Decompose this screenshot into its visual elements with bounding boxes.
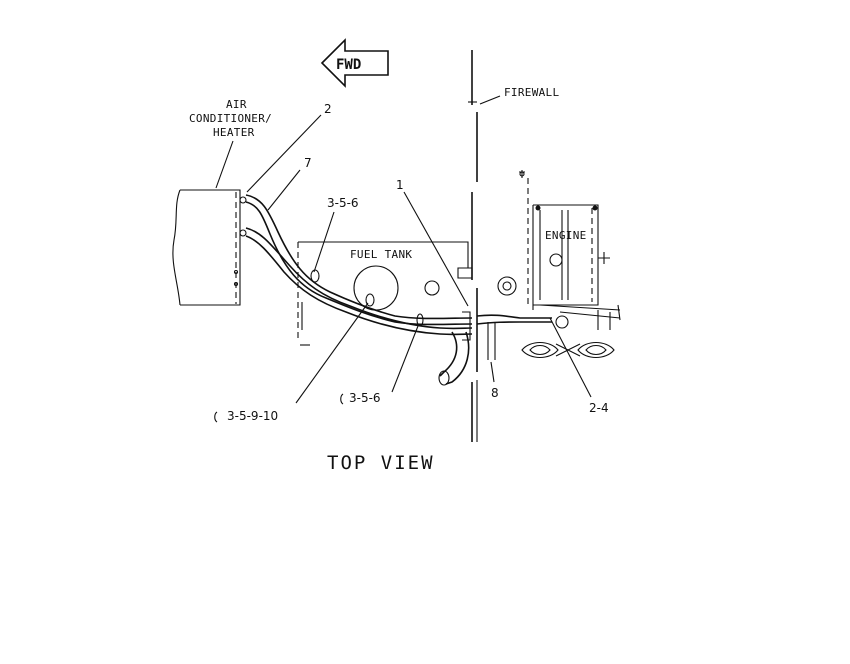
- engine-label: ENGINE: [545, 229, 587, 242]
- leader-24: [549, 317, 592, 398]
- ac-label-line1: AIR: [226, 98, 247, 111]
- fwd-label: FWD: [336, 57, 361, 73]
- firewall: FIREWALL: [468, 50, 559, 442]
- leader-356-bottom: [391, 325, 419, 393]
- callout-3-5-6-bottom: 3-5-6: [349, 391, 381, 405]
- callout-2-4: 2-4: [589, 401, 609, 415]
- tick-mark-2: [340, 393, 344, 405]
- fwd-arrow: FWD: [320, 38, 389, 88]
- callout-3-5-6-top: 3-5-6: [327, 196, 359, 210]
- tick-mark-1: [214, 411, 218, 423]
- engine-side-hoses: [476, 314, 552, 360]
- callout-leaders: [246, 114, 592, 404]
- engine: ENGINE: [497, 170, 621, 330]
- ac-label-line2: CONDITIONER/: [189, 112, 272, 125]
- firewall-leader-line: [479, 95, 501, 105]
- air-conditioner-heater-unit: AIR CONDITIONER/ HEATER: [172, 98, 272, 306]
- fuel-tank: FUEL TANK: [297, 241, 473, 346]
- callout-1: 1: [396, 178, 404, 192]
- pulley-assembly: [521, 341, 615, 359]
- ac-leader-line: [215, 140, 234, 189]
- leader-356-top: [313, 211, 335, 273]
- fuel-tank-label: FUEL TANK: [350, 248, 412, 261]
- callout-2: 2: [324, 102, 332, 116]
- drain-elbow: [438, 331, 470, 386]
- heater-hoses: [245, 194, 473, 341]
- leader-8: [490, 361, 495, 383]
- ac-label-line3: HEATER: [213, 126, 255, 139]
- callouts: 2 7 1 3-5-6 3-5-9-10 3-5-6 8 2-4: [214, 102, 609, 423]
- leader-1: [403, 191, 469, 307]
- leader-35910: [295, 302, 369, 404]
- leader-7: [267, 169, 301, 211]
- callout-8: 8: [491, 386, 499, 400]
- callout-7: 7: [304, 156, 312, 170]
- leader-2: [246, 114, 322, 193]
- view-title: TOP VIEW: [327, 452, 435, 474]
- firewall-label: FIREWALL: [504, 86, 559, 99]
- callout-3-5-9-10: 3-5-9-10: [227, 409, 278, 423]
